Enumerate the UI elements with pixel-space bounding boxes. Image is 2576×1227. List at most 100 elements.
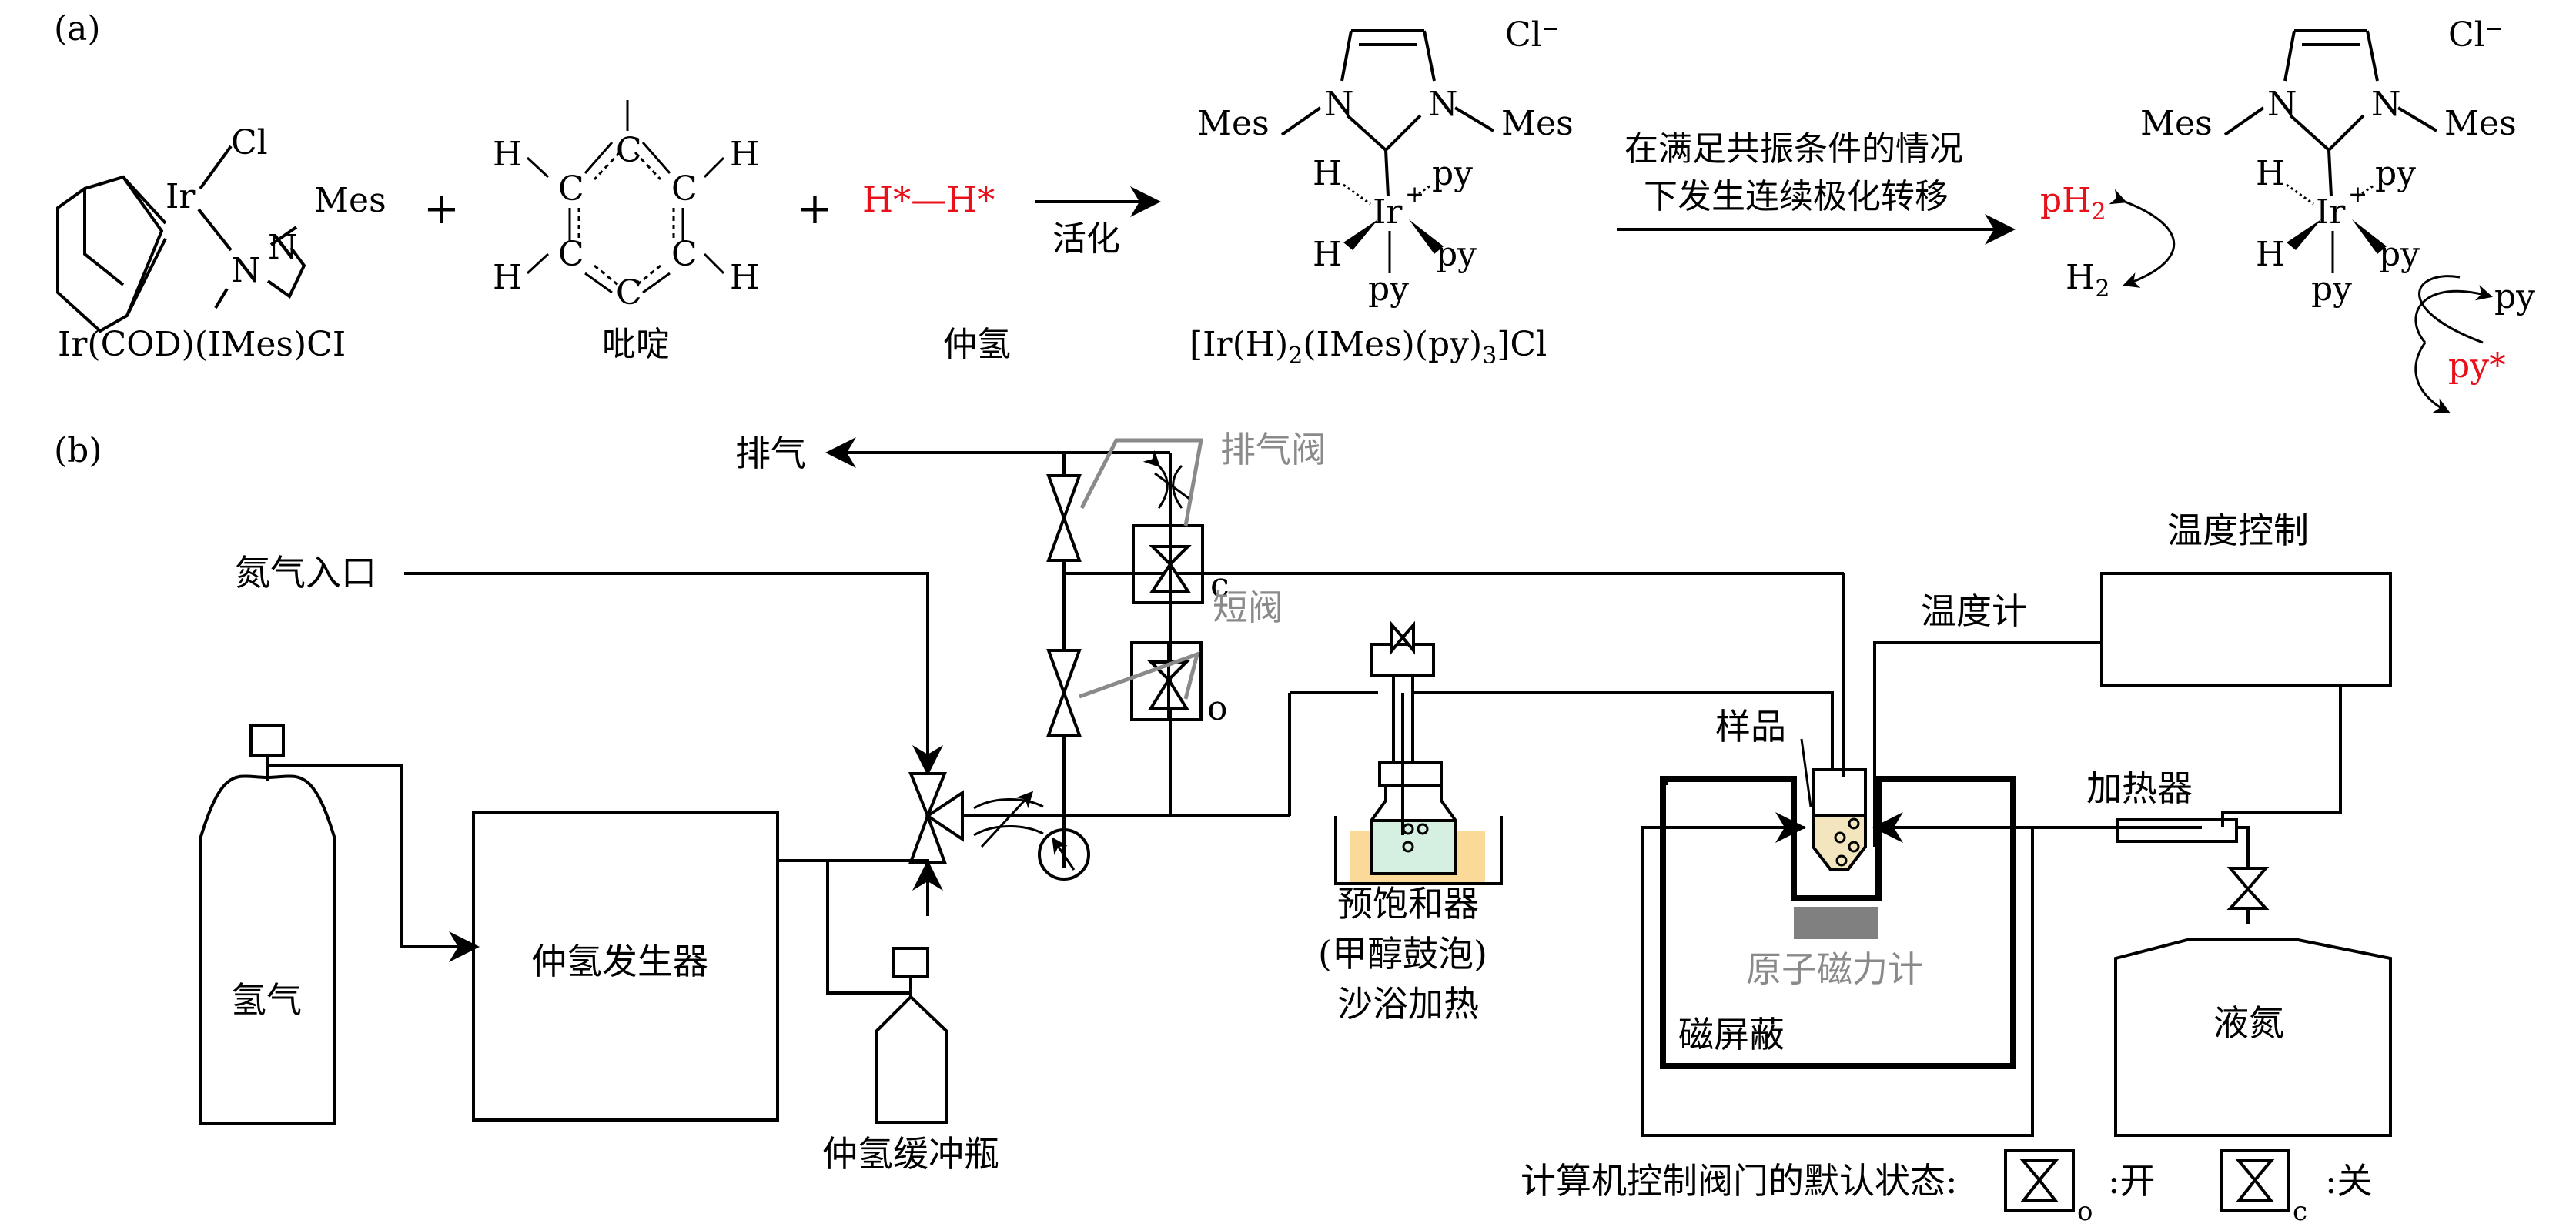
exhaust-valve-label: 排气阀: [1220, 429, 1326, 470]
buffer-bottle-label: 仲氢缓冲瓶: [822, 1133, 999, 1175]
atom-h-ur: H: [730, 135, 759, 174]
temperature-control-label: 温度控制: [2167, 510, 2309, 551]
atom-n-right: N: [1428, 85, 1458, 124]
pyridine-structure: C C C C C C H H H H 吡啶: [493, 100, 759, 364]
buffer-bottle: 仲氢缓冲瓶: [822, 861, 999, 1175]
atom-mes-left: Mes: [1197, 104, 1270, 143]
presaturator-label-2: (甲醇鼓泡): [1318, 933, 1487, 975]
pipe-generator-riser: [778, 859, 929, 916]
valve-state-o: o: [1207, 689, 1228, 728]
py-star-label: py*: [2448, 346, 2506, 386]
activation-label: 活化: [1052, 219, 1120, 259]
panel-a-label: (a): [54, 9, 101, 48]
atom-mes-right: Mes: [2444, 104, 2517, 143]
parahydrogen-generator-label: 仲氢发生器: [531, 941, 708, 982]
needle-valve-icon[interactable]: [1155, 466, 1190, 509]
presaturator-label-1: 预饱和器: [1337, 883, 1479, 924]
py-free-label: py: [2494, 277, 2535, 316]
hydrogen-cylinder: 氢气: [199, 724, 336, 1125]
atom-mes-left: Mes: [2140, 104, 2213, 143]
atom-c-ur: C: [671, 169, 698, 209]
py-release-arrow: [2414, 285, 2493, 343]
parahydrogen-generator-box: [472, 811, 779, 1122]
sample-leader: [1800, 738, 1812, 807]
exhaust-valve-leader: [1079, 438, 1203, 527]
complex-name: [Ir(H)2(IMes)(py)3]Cl: [1189, 325, 1547, 369]
exhaust-label: 排气: [735, 433, 806, 474]
liquid-nitrogen-dewar: 液氮: [2114, 908, 2392, 1137]
transfer-label-line1: 在满足共振条件的情况: [1624, 129, 1963, 169]
nitrogen-inlet-label: 氮气入口: [235, 552, 376, 593]
valve-state-c: c: [1210, 566, 1229, 605]
flow-controller-icon[interactable]: [973, 793, 1043, 848]
manual-valve-exhaust[interactable]: [1046, 474, 1082, 562]
pyridine-name: 吡啶: [602, 325, 670, 364]
thermometer-wire: [1873, 641, 2102, 677]
atom-h-lr: H: [730, 258, 759, 297]
exchange-arrow: [2109, 189, 2176, 288]
atom-h-ul: H: [493, 135, 522, 174]
legend-open-valve-icon: [2004, 1149, 2075, 1212]
atom-ir: Ir: [166, 177, 196, 216]
atom-mes-right: Mes: [1501, 104, 1574, 143]
atom-h-top: H: [1313, 154, 1342, 193]
temperature-control-box: [2100, 572, 2392, 687]
presaturator-label-3: 沙浴加热: [1337, 983, 1479, 1025]
heater-label: 加热器: [2086, 767, 2193, 809]
computer-valve-closed[interactable]: c: [1132, 524, 1229, 605]
atom-c-ul: C: [558, 169, 584, 209]
parahydrogen-name: 仲氢: [943, 325, 1011, 364]
buffer-regulator-icon: [892, 947, 929, 978]
atom-h-ll: H: [493, 258, 522, 297]
atomic-magnetometer: [1794, 907, 1878, 939]
atom-h-top: H: [2256, 154, 2285, 193]
atom-py-bottom: py: [2311, 269, 2352, 309]
sample-tube: 样品: [1715, 677, 1876, 871]
atom-py-upper: py: [2375, 154, 2416, 193]
atom-py-upper: py: [1432, 154, 1473, 193]
atom-h-bottom: H: [2256, 235, 2285, 274]
magnetometer-label: 原子磁力计: [1746, 948, 1923, 990]
pressure-gauge-icon: [1038, 828, 1090, 881]
hydrogen-label: 氢气: [231, 979, 302, 1021]
atom-c-ll: C: [558, 235, 584, 274]
ir-charge: +: [1405, 181, 1424, 208]
short-valve-label: 短阀: [1213, 587, 1283, 628]
atom-mes: Mes: [314, 181, 386, 220]
atom-py-lower: py: [2379, 235, 2420, 274]
panel-b: (b) 排气 c o: [54, 429, 2392, 1227]
plus-sign-1: +: [423, 184, 460, 234]
legend-closed-sub: c: [2293, 1196, 2307, 1227]
legend-closed-valve-icon: [2220, 1149, 2290, 1212]
presat-cap: [1370, 643, 1435, 677]
plus-sign-2: +: [797, 184, 833, 234]
atom-c-top: C: [616, 131, 642, 170]
legend-open-label: :开: [2108, 1160, 2156, 1202]
thermometer-label: 温度计: [1921, 590, 2027, 632]
three-way-valve[interactable]: [908, 772, 964, 864]
atom-c-lr: C: [671, 235, 698, 274]
counter-ion-cl: Cl⁻: [1505, 15, 1560, 55]
valve-legend: 计算机控制阀门的默认状态: o :开 c :关: [1521, 1149, 2373, 1227]
reactant1-name: Ir(COD)(IMes)CI: [58, 325, 346, 364]
atom-py-bottom: py: [1368, 269, 1409, 309]
computer-valve-open[interactable]: o: [1130, 641, 1228, 728]
magnetic-shield-label: 磁屏蔽: [1678, 1014, 1785, 1055]
cylinder-regulator-icon: [249, 724, 285, 757]
ir-cod-imes-cl-structure: Ir Cl N N Mes Ir(COD)(IMes)CI: [56, 123, 386, 364]
atom-c-bottom: C: [616, 273, 642, 313]
presaturator: 预饱和器 (甲醇鼓泡) 沙浴加热: [1288, 620, 1503, 1025]
heater-element: [2116, 818, 2238, 843]
atom-n2: N: [231, 251, 261, 290]
atom-h-bottom: H: [1313, 235, 1342, 274]
atom-py-lower: py: [1436, 235, 1477, 274]
atom-n-right: N: [2371, 85, 2401, 124]
presat-valve-icon[interactable]: [1390, 620, 1415, 655]
pipe-h2-to-generator: [267, 764, 480, 962]
atom-ir: Ir: [2316, 192, 2346, 232]
py-exchange-arrow: [2418, 275, 2484, 344]
ln2-valve[interactable]: [2226, 867, 2270, 910]
atom-ir: Ir: [1373, 192, 1403, 232]
manual-valve-short[interactable]: [1046, 649, 1082, 737]
